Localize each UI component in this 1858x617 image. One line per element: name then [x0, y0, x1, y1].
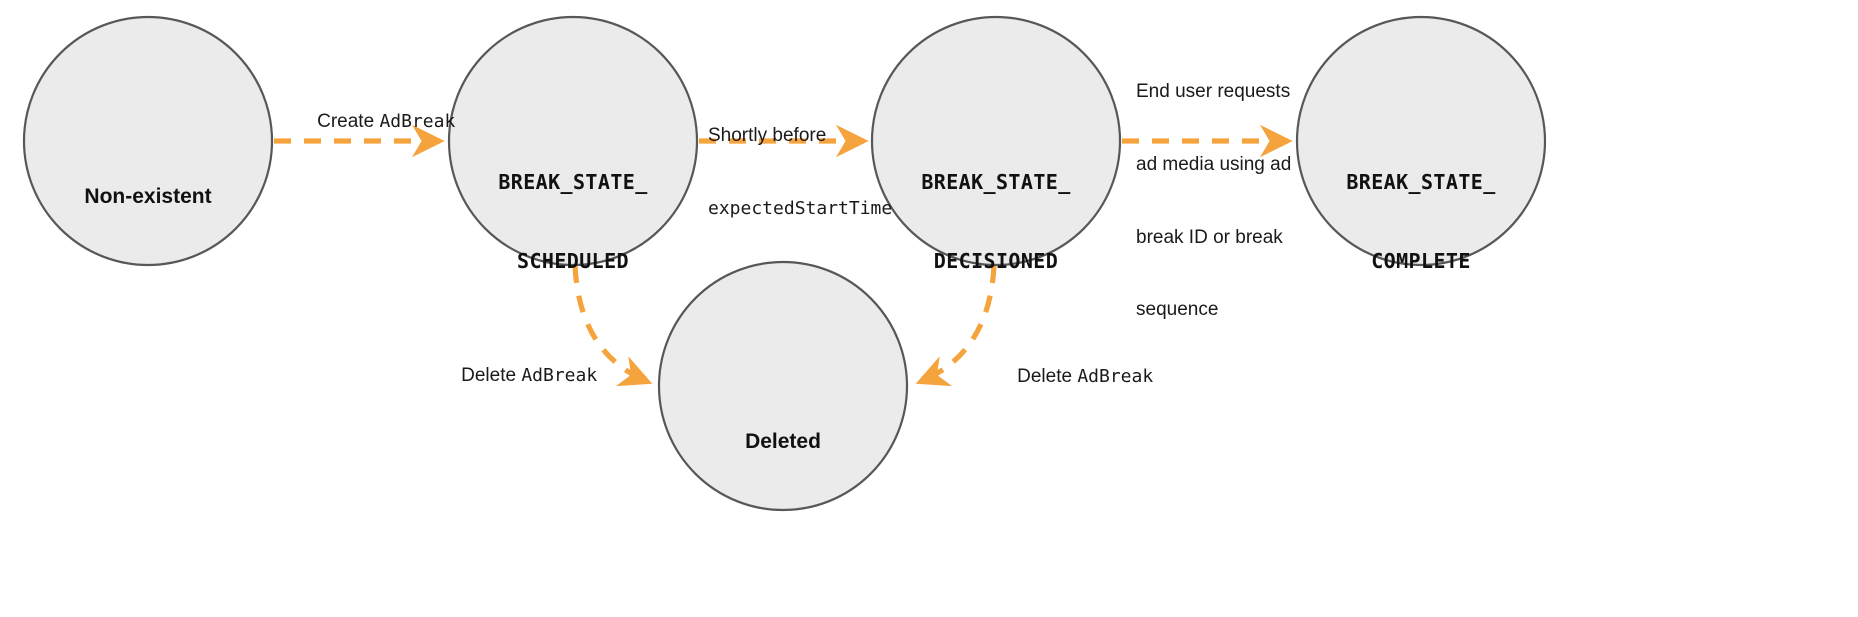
edge-label-line: ad media using ad: [1136, 153, 1292, 175]
node-deleted[interactable]: [657, 260, 909, 512]
edge-delete-adbreak-from-decisioned[interactable]: [915, 265, 997, 387]
edge-label-text: Delete: [1017, 366, 1078, 388]
node-break-state-decisioned[interactable]: [870, 15, 1122, 267]
edge-label-line: break ID or break: [1136, 226, 1283, 248]
edge-label-delete-adbreak-from-decisioned: Delete AdBreak: [996, 341, 1153, 414]
node-break-state-scheduled[interactable]: [447, 15, 699, 267]
edge-label-create-adbreak: Create AdBreak: [296, 86, 455, 159]
edge-label-delete-adbreak-from-scheduled: Delete AdBreak: [440, 340, 597, 413]
edge-label-code: AdBreak: [1077, 366, 1154, 388]
edge-label-text: Delete: [461, 365, 522, 387]
edge-label-text: Create: [317, 111, 380, 133]
edge-label-shortly-before-expected-start-time: Shortly before expectedStartTime: [708, 75, 892, 268]
edge-label-code: AdBreak: [379, 111, 456, 133]
node-break-state-complete[interactable]: [1295, 15, 1547, 267]
edge-label-code: AdBreak: [521, 365, 598, 387]
edge-label-line-code: expectedStartTime: [708, 197, 893, 219]
edge-label-line: Shortly before: [708, 124, 827, 146]
edge-label-end-user-requests-ad-media: End user requests ad media using ad brea…: [1136, 31, 1291, 371]
edge-label-line: End user requests: [1136, 80, 1291, 102]
node-non-existent[interactable]: [22, 15, 274, 267]
edge-label-line: sequence: [1136, 299, 1219, 321]
edge-delete-adbreak-from-scheduled[interactable]: [572, 265, 653, 387]
